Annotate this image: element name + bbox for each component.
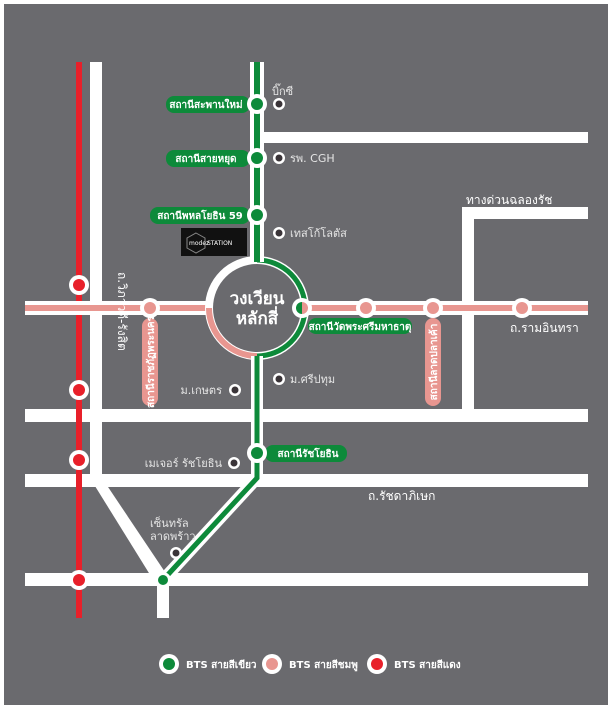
- station-label: สถานีสะพานใหม่: [169, 98, 242, 111]
- legend-pink: BTS สายสีชมพู: [262, 654, 358, 674]
- green-station-4[interactable]: สถานีวัดพระศรีมหาธาตุ: [292, 298, 412, 334]
- landmark-bigc[interactable]: บิ๊กซี: [272, 83, 294, 110]
- pink-station-label-1: สถานีราชภัฏพระนคร: [142, 315, 158, 408]
- landmark-ku[interactable]: ม.เกษตร: [181, 384, 241, 397]
- map-background: [4, 4, 608, 705]
- logo-suffix: STATION: [207, 240, 232, 247]
- legend-label: BTS สายสีเขียว: [186, 659, 257, 671]
- landmark-label: ลาดพร้าว: [150, 530, 196, 543]
- landmark-central[interactable]: เซ็นทรัล ลาดพร้าว: [150, 516, 196, 559]
- landmark-cgh[interactable]: รพ. CGH: [273, 152, 335, 165]
- green-station-2[interactable]: สถานีสายหยุด: [166, 148, 267, 168]
- green-station-5[interactable]: สถานีรัชโยธิน: [247, 443, 347, 463]
- legend-green: BTS สายสีเขียว: [159, 654, 257, 674]
- road-label-ramintra: ถ.รามอินทรา: [510, 321, 579, 335]
- red-stations[interactable]: [69, 275, 89, 590]
- station-label: สถานีราชภัฏพระนคร: [145, 315, 157, 408]
- road-label-expressway: ทางด่วนฉลองรัช: [466, 193, 552, 207]
- landmark-tesco[interactable]: เทสโก้โลตัส: [273, 226, 347, 240]
- landmark-label: เทสโก้โลตัส: [290, 226, 347, 240]
- landmark-label: รพ. CGH: [290, 152, 335, 165]
- station-label: สถานีวัดพระศรีมหาธาตุ: [309, 321, 412, 333]
- green-station-1[interactable]: สถานีสะพานใหม่: [166, 94, 267, 114]
- landmark-major[interactable]: เมเจอร์ รัชโยธิน: [145, 456, 240, 470]
- roundabout-name-1: วงเวียน: [230, 288, 285, 309]
- legend-label: BTS สายสีแดง: [394, 659, 461, 671]
- roundabout-name-2: หลักสี่: [236, 306, 279, 329]
- station-label: สถานีลาดปลาเค้า: [428, 324, 440, 401]
- road-label-ratchadaphisek: ถ.รัชดาภิเษก: [368, 489, 435, 503]
- station-label: สถานีรัชโยธิน: [278, 447, 339, 460]
- legend-label: BTS สายสีชมพู: [289, 659, 358, 672]
- legend: BTS สายสีเขียว BTS สายสีชมพู BTS สายสีแด…: [159, 654, 461, 674]
- green-station-3[interactable]: สถานีพหลโยธิน 59: [150, 205, 267, 225]
- landmark-label: ม.ศรีปทุม: [290, 373, 335, 386]
- station-label: สถานีพหลโยธิน 59: [157, 209, 243, 222]
- landmark-label: บิ๊กซี: [272, 83, 294, 98]
- logo-brand: modez: [189, 240, 209, 247]
- legend-red: BTS สายสีแดง: [367, 654, 461, 674]
- landmark-label: เซ็นทรัล: [150, 516, 189, 530]
- pink-stations[interactable]: [140, 298, 532, 318]
- red-line: [76, 62, 82, 618]
- station-label: สถานีสายหยุด: [175, 153, 236, 165]
- modez-station-logo: modez STATION: [181, 228, 247, 256]
- landmark-spu[interactable]: ม.ศรีปทุม: [273, 373, 335, 386]
- landmark-label: เมเจอร์ รัชโยธิน: [145, 456, 223, 470]
- pink-station-label-2: สถานีลาดปลาเค้า: [425, 318, 441, 406]
- green-station-ladprao[interactable]: [155, 572, 171, 588]
- road-label-vibhavadi: ถ.วิภาวดี-รังสิต: [115, 272, 129, 351]
- landmark-label: ม.เกษตร: [181, 384, 223, 397]
